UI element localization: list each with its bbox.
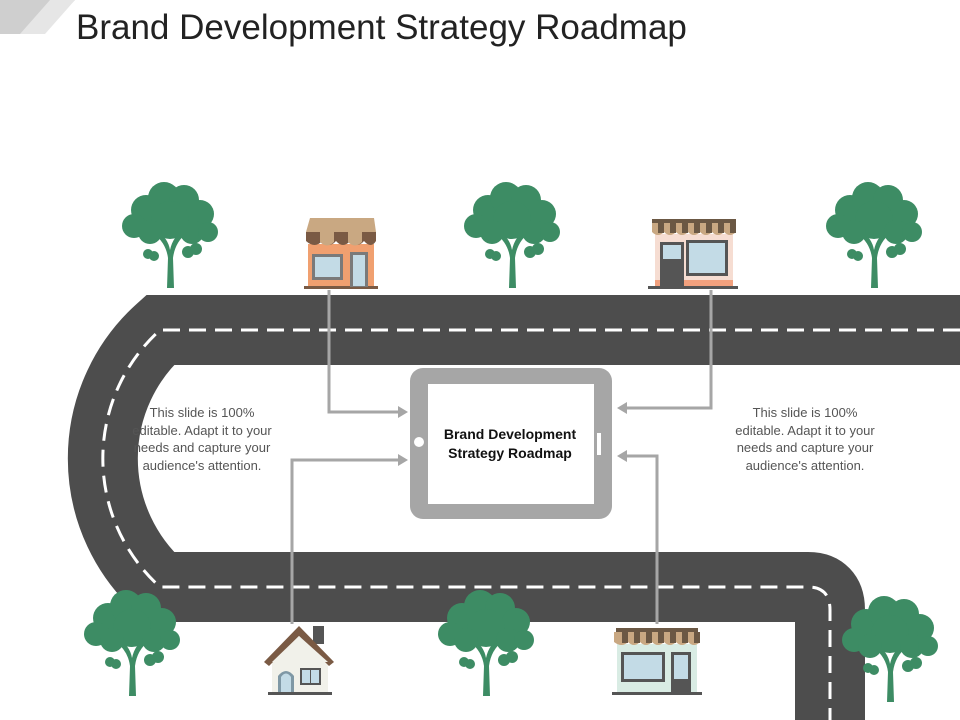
tablet-title: Brand Development Strategy Roadmap [443,426,577,461]
arrow-left-icon [617,402,627,414]
right-note-text: This slide is 100% editable. Adapt it to… [735,405,875,473]
house-icon [264,626,334,695]
tree-icon [826,182,922,288]
tablet-frame [410,368,612,519]
tree-icon [122,182,218,288]
tree-icon [464,182,560,288]
page-title: Brand Development Strategy Roadmap [76,8,687,47]
arrow-right-icon [398,454,408,466]
arrow-left-icon [617,450,627,462]
left-note-text: This slide is 100% editable. Adapt it to… [132,405,272,473]
arrow-right-icon [398,406,408,418]
shop-icon [648,219,738,289]
road [67,295,960,720]
shop-icon [612,628,702,695]
connector-lines [290,290,713,624]
shop-icon [304,218,378,289]
